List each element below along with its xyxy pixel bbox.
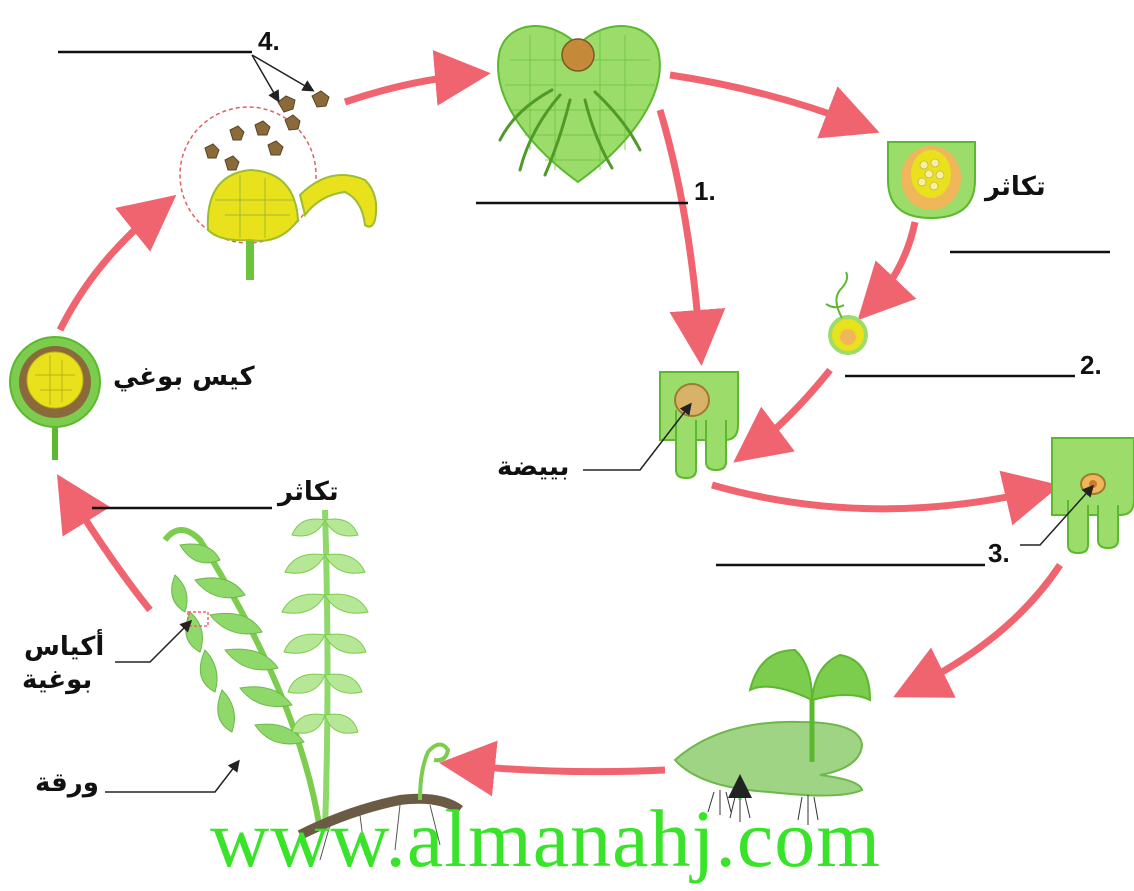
arrow-zygote-to-sporophyte [912, 565, 1060, 688]
blank-number-2: 2. [1080, 350, 1102, 381]
arrow-egg-to-zygote [712, 485, 1040, 509]
spore-release [180, 91, 376, 280]
blank-number-3: 3. [988, 538, 1010, 569]
arrow-young-to-fern [460, 765, 665, 772]
blank-number-4: 4. [258, 26, 280, 57]
label-sporangia-line1: أكياس [24, 632, 104, 662]
pointer-4b [252, 55, 312, 90]
label-leaf: ورقة [35, 768, 99, 798]
arrow-sporangium-to-spores [60, 208, 160, 330]
arrow-antheridium-to-sperm [872, 222, 915, 305]
zygote-archegonium [1052, 438, 1134, 553]
label-sporangia-line2: بوغية [22, 665, 92, 695]
watermark: www.almanahj.com [210, 798, 881, 880]
sporangium [10, 337, 100, 460]
arrow-spores-to-prothallus [345, 75, 470, 102]
archegonium-egg [660, 372, 738, 478]
pointer-sporangia [115, 622, 190, 662]
label-tkathur-antheridium: تكاثر [985, 172, 1046, 202]
label-egg: بييضة [497, 452, 569, 482]
arrow-prothallus-to-antheridium [670, 75, 860, 125]
arrow-sperm-to-archegonium [750, 370, 830, 450]
arrow-prothallus-to-egg [660, 110, 700, 345]
label-sporangium: كيس بوغي [113, 362, 255, 392]
antheridium [888, 142, 975, 218]
arrow-fern-to-sporangium [68, 492, 150, 610]
sperm-cell [826, 272, 866, 353]
label-tkathur-fern: تكاثر [278, 477, 339, 507]
prothallus-heart [498, 26, 660, 182]
pointer-leaf [105, 762, 238, 792]
blank-number-1: 1. [694, 176, 716, 207]
